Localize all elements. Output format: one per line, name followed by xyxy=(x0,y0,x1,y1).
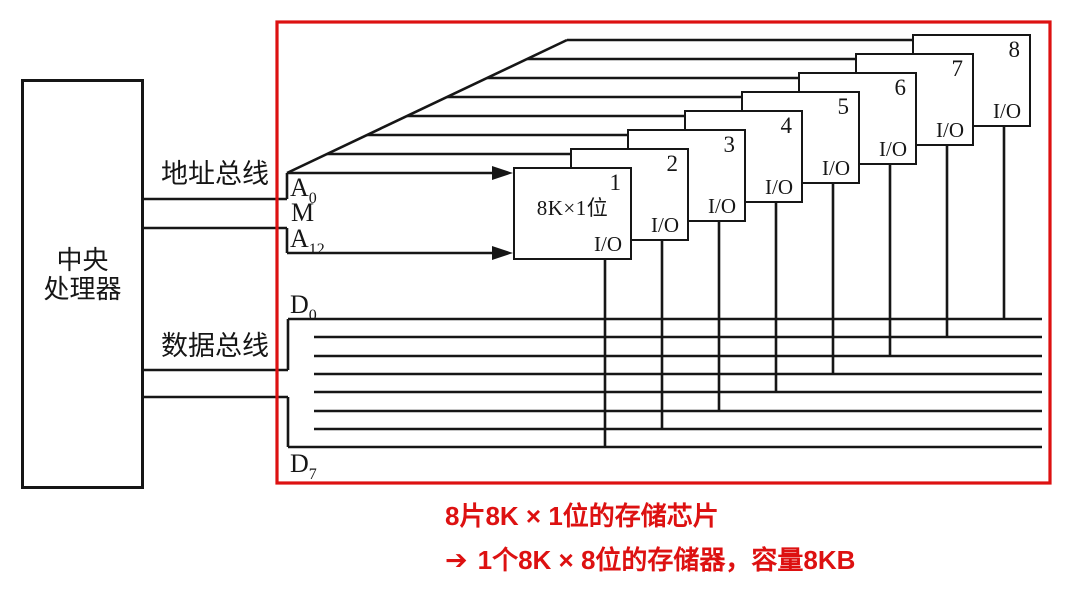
signal-label-d7: D7 xyxy=(290,449,317,483)
chip-number: 3 xyxy=(723,132,736,157)
chip-number: 2 xyxy=(666,151,679,176)
chip-io-label: I/O xyxy=(993,99,1021,123)
chip-number: 4 xyxy=(780,113,793,138)
address-tap-lines xyxy=(327,38,914,156)
red-frame xyxy=(275,20,1052,485)
chip-io-label: I/O xyxy=(651,213,679,237)
chip-capacity-label: 8K×1位 xyxy=(536,196,609,220)
chip-io-label: I/O xyxy=(708,194,736,218)
caption-line-1: 8片8K × 1位的存储芯片 xyxy=(445,501,719,531)
chip-number: 1 xyxy=(609,170,622,195)
chip-number: 8 xyxy=(1008,37,1021,62)
address-bus-label: 地址总线 xyxy=(161,159,269,189)
caption-arrow-icon: ➔ xyxy=(445,545,468,575)
chip-io-label: I/O xyxy=(936,118,964,142)
chip-number: 6 xyxy=(894,75,907,100)
chip-io-label: I/O xyxy=(879,137,907,161)
signal-label-m: M xyxy=(291,198,315,227)
cpu-box: 中央 处理器 xyxy=(21,79,144,489)
data-bus-channel xyxy=(142,319,290,447)
arrowheads xyxy=(492,166,513,260)
signal-label-a12: A12 xyxy=(290,224,325,258)
chip-io-wires xyxy=(603,123,1006,447)
data-bus-lines xyxy=(288,317,1042,449)
signal-label-a0: A0 xyxy=(290,173,317,207)
cpu-label: 中央 处理器 xyxy=(43,246,122,304)
chip-io-label: I/O xyxy=(822,156,850,180)
data-bus-label: 数据总线 xyxy=(161,331,269,361)
memory-chip-1: 1 8K×1位 I/O xyxy=(513,167,632,260)
address-arrow-lines xyxy=(287,171,496,255)
chip-io-label: I/O xyxy=(765,175,793,199)
chip-number: 5 xyxy=(837,94,850,119)
signal-label-d0: D0 xyxy=(290,290,317,324)
address-bus-channel xyxy=(142,173,289,253)
chip-number: 7 xyxy=(951,56,964,81)
caption-line-2: ➔1个8K × 8位的存储器，容量8KB xyxy=(445,545,856,575)
address-fanout-diagonal xyxy=(286,38,568,175)
chip-io-label: I/O xyxy=(594,232,622,256)
